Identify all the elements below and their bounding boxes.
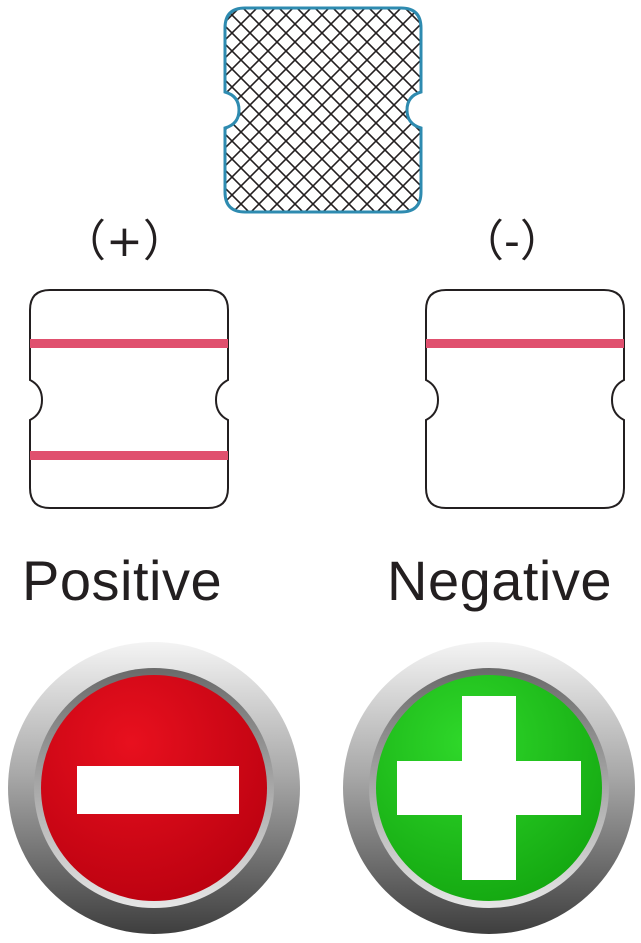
sample-pad — [223, 6, 423, 214]
minus-bar — [77, 766, 239, 814]
control-line — [30, 339, 228, 348]
negative-test-strip — [424, 288, 626, 510]
negative-label: Negative — [387, 548, 612, 613]
strip-outline — [30, 290, 228, 508]
minus-circle-icon — [4, 638, 304, 938]
test-line — [30, 451, 228, 460]
positive-test-strip — [28, 288, 230, 510]
plus-circle-icon — [339, 638, 639, 938]
plus-sign-label: （+） — [62, 205, 187, 269]
positive-label: Positive — [22, 548, 222, 613]
control-line — [426, 339, 624, 348]
strip-outline — [426, 290, 624, 508]
minus-sign-label: （-） — [460, 205, 564, 269]
